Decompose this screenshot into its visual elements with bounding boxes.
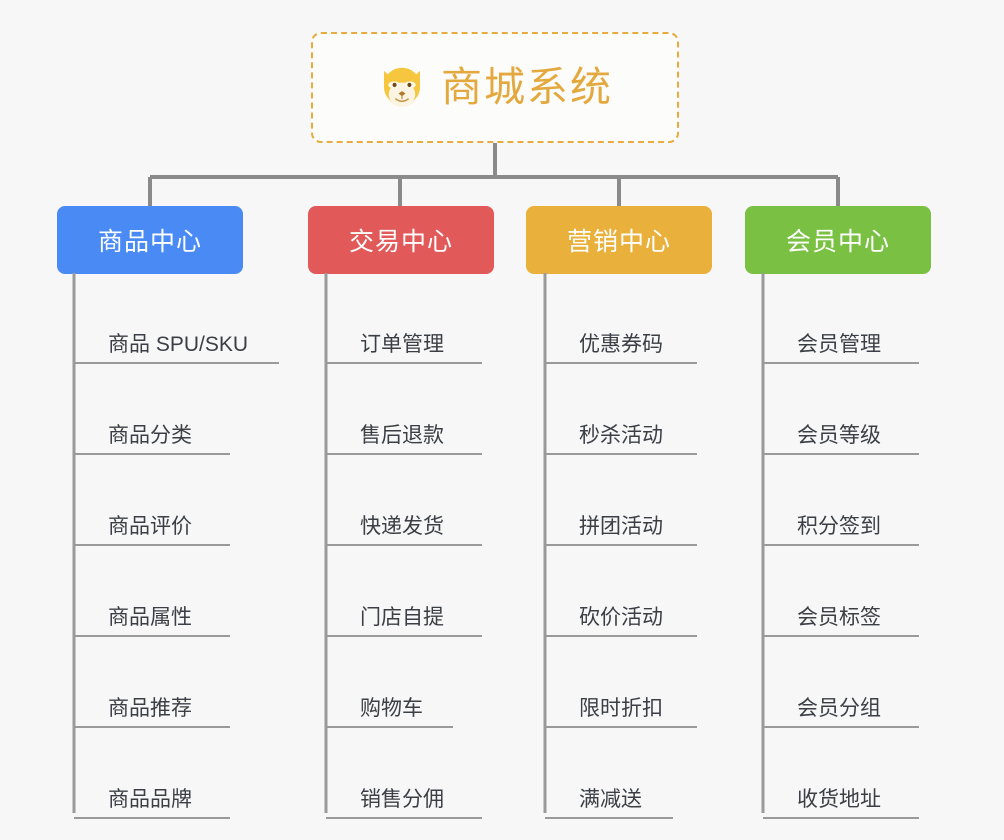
branch-box-3[interactable]: 营销中心 <box>526 206 712 274</box>
leaf-item[interactable]: 会员标签 <box>763 546 919 637</box>
leaf-item[interactable]: 商品评价 <box>74 455 230 546</box>
leaf-item[interactable]: 积分签到 <box>763 455 919 546</box>
leaf-label: 商品属性 <box>108 606 192 629</box>
leaf-label: 商品推荐 <box>108 697 192 720</box>
leaf-item[interactable]: 门店自提 <box>326 546 482 637</box>
branch-label-1: 商品中心 <box>97 228 202 256</box>
leaf-label: 购物车 <box>360 697 423 720</box>
branch-box-4[interactable]: 会员中心 <box>745 206 931 274</box>
leaf-label: 满减送 <box>579 788 642 811</box>
branch-label-4: 会员中心 <box>785 228 890 256</box>
branch-label-2: 交易中心 <box>348 228 453 256</box>
shiba-dog-face-icon <box>384 67 420 107</box>
leaf-label: 秒杀活动 <box>579 424 663 447</box>
leaf-label: 限时折扣 <box>579 697 663 720</box>
leaf-label: 商品评价 <box>108 515 192 538</box>
leaf-item[interactable]: 商品分类 <box>74 364 230 455</box>
leaf-item[interactable]: 商品 SPU/SKU <box>74 273 279 364</box>
leaf-item[interactable]: 售后退款 <box>326 364 482 455</box>
leaf-label: 拼团活动 <box>579 515 663 538</box>
leaf-label: 门店自提 <box>360 606 444 629</box>
leaf-label: 会员等级 <box>797 424 881 447</box>
leaf-item[interactable]: 满减送 <box>545 728 673 819</box>
leaf-item[interactable]: 会员等级 <box>763 364 919 455</box>
leaf-label: 会员分组 <box>797 697 881 720</box>
leaf-item[interactable]: 商品品牌 <box>74 728 230 819</box>
leaf-label: 会员标签 <box>797 606 881 629</box>
leaf-label: 优惠券码 <box>579 333 663 356</box>
root-node[interactable]: 商城系统 <box>311 32 679 143</box>
leaf-item[interactable]: 优惠券码 <box>545 273 697 364</box>
leaf-label: 会员管理 <box>797 333 881 356</box>
branch-box-1[interactable]: 商品中心 <box>57 206 243 274</box>
leaf-item[interactable]: 秒杀活动 <box>545 364 697 455</box>
leaf-item[interactable]: 商品属性 <box>74 546 230 637</box>
branch-column-1: 商品 SPU/SKU 商品分类 商品评价 商品属性 商品推荐 商品品牌 <box>72 273 279 819</box>
leaf-item[interactable]: 商品推荐 <box>74 637 230 728</box>
leaf-item[interactable]: 购物车 <box>326 637 453 728</box>
leaf-item[interactable]: 砍价活动 <box>545 546 697 637</box>
leaf-label: 砍价活动 <box>579 606 663 629</box>
leaf-item[interactable]: 会员管理 <box>763 273 919 364</box>
leaf-label: 售后退款 <box>360 424 444 447</box>
leaf-label: 商品 SPU/SKU <box>108 333 249 356</box>
leaf-item[interactable]: 拼团活动 <box>545 455 697 546</box>
branch-label-3: 营销中心 <box>566 228 671 256</box>
leaf-label: 销售分佣 <box>360 788 444 811</box>
leaf-item[interactable]: 收货地址 <box>763 728 919 819</box>
leaf-label: 订单管理 <box>360 333 444 356</box>
leaf-label: 商品分类 <box>108 424 192 447</box>
leaf-item[interactable]: 销售分佣 <box>326 728 482 819</box>
branch-column-4: 会员管理 会员等级 积分签到 会员标签 会员分组 收货地址 <box>761 273 919 819</box>
leaf-item[interactable]: 快递发货 <box>326 455 482 546</box>
leaf-item[interactable]: 会员分组 <box>763 637 919 728</box>
leaf-label: 商品品牌 <box>108 788 192 811</box>
leaf-label: 收货地址 <box>797 788 881 811</box>
leaf-label: 积分签到 <box>797 515 881 538</box>
branch-column-2: 订单管理 售后退款 快递发货 门店自提 购物车 销售分佣 <box>324 273 482 819</box>
leaf-item[interactable]: 限时折扣 <box>545 637 697 728</box>
leaf-label: 快递发货 <box>360 515 444 538</box>
root-title: 商城系统 <box>441 64 613 110</box>
branch-column-3: 优惠券码 秒杀活动 拼团活动 砍价活动 限时折扣 满减送 <box>543 273 697 819</box>
branch-box-2[interactable]: 交易中心 <box>308 206 494 274</box>
leaf-item[interactable]: 订单管理 <box>326 273 482 364</box>
